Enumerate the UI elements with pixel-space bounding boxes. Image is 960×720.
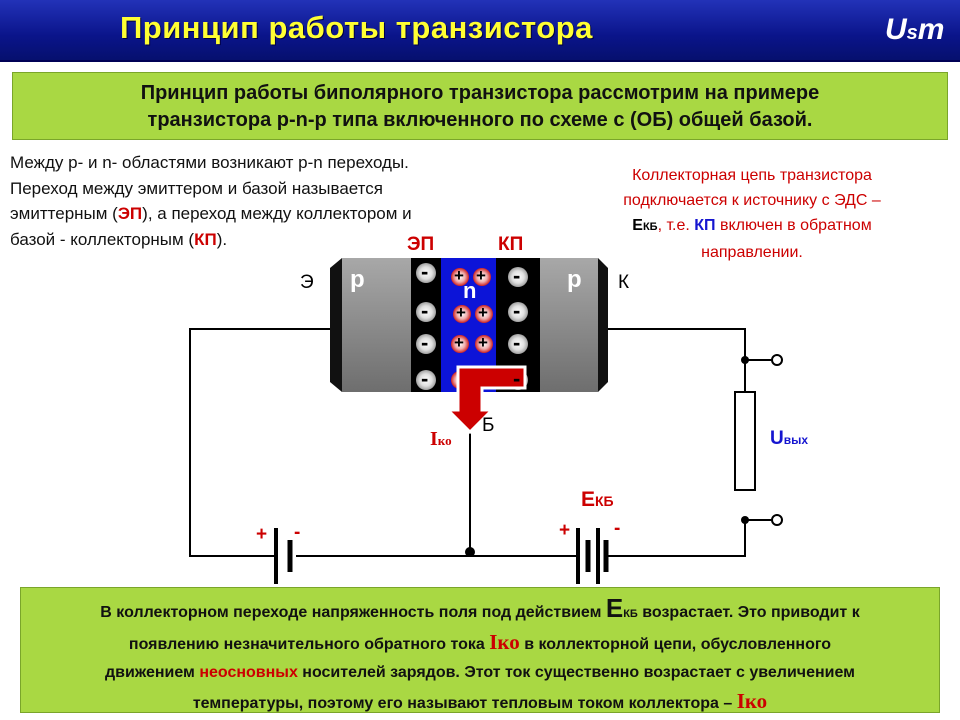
kp-term: КП — [194, 229, 217, 249]
left-line-1: Между р- и n- областями возникают р-n пе… — [10, 153, 409, 172]
circuit-wires — [189, 328, 775, 557]
label-uvyx: Uвых — [770, 428, 809, 449]
iko-term: Iко — [489, 630, 520, 654]
right-line-2: подключается к источнику с ЭДС – — [623, 192, 881, 209]
hole-sign: + — [478, 333, 488, 352]
conclusion-line-3: движением неосновных носителей зарядов. … — [104, 664, 856, 681]
junction-dot — [465, 547, 475, 557]
electron-sign: - — [421, 298, 429, 323]
hole-sign: + — [454, 266, 464, 285]
hole-sign: + — [476, 266, 486, 285]
left-line-3: эмиттерным (ЭП), а переход между коллект… — [10, 204, 412, 223]
label-kp: КП — [498, 234, 524, 255]
battery1-minus: - — [294, 522, 301, 543]
junction-dot — [741, 516, 749, 524]
conclusion-line-4: температуры, поэтому его называют теплов… — [192, 689, 768, 713]
label-p-left: p — [350, 266, 365, 293]
nonmain-carriers-term: неосновных — [199, 664, 298, 681]
right-line-4: направлении. — [701, 244, 803, 261]
conclusion-line-1: В коллекторном переходе напряженность по… — [100, 593, 860, 623]
label-iko: Iко — [430, 428, 452, 450]
collector-contact — [598, 258, 608, 392]
conclusion-box: В коллекторном переходе напряженность по… — [20, 587, 940, 713]
label-ep: ЭП — [407, 234, 435, 255]
label-collector: К — [618, 272, 630, 293]
electron-sign: - — [421, 259, 429, 284]
battery1-plus: + — [256, 524, 268, 545]
battery2-plus: + — [559, 520, 571, 541]
hole-sign: + — [478, 303, 488, 322]
right-line-1: Коллекторная цепь транзистора — [632, 167, 872, 184]
usm-logo: Usm — [885, 13, 945, 46]
label-emitter: Э — [300, 272, 314, 293]
hole-sign: + — [456, 303, 466, 322]
electron-sign: - — [421, 366, 429, 391]
ep-term: ЭП — [117, 204, 143, 223]
page-title: Принцип работы транзистора — [120, 10, 593, 45]
iko-term: Iко — [736, 689, 768, 713]
label-ekb: ЕКБ — [581, 488, 614, 511]
output-terminal-top — [771, 354, 783, 366]
iko-current-arrow — [444, 365, 527, 435]
output-terminal-bottom — [771, 514, 783, 526]
conclusion-line-2: появлению незначительного обратного тока… — [128, 630, 832, 654]
junction-dot — [741, 356, 749, 364]
electron-sign: - — [513, 366, 521, 391]
right-line-3: ЕКБ, т.е. КП включен в обратном — [632, 217, 872, 234]
electron-sign: - — [513, 263, 521, 288]
battery2-minus: - — [614, 518, 621, 539]
header-bar: Принцип работы транзистора Usm — [0, 0, 960, 62]
label-base: Б — [482, 415, 495, 436]
right-explanation: Коллекторная цепь транзистора подключает… — [568, 163, 936, 265]
electron-sign: - — [513, 330, 521, 355]
left-explanation: Между р- и n- областями возникают р-n пе… — [10, 150, 530, 252]
kp-term-right: КП — [694, 217, 716, 234]
load-resistor — [734, 391, 756, 491]
holes-in-base — [451, 268, 493, 389]
emitter-contact — [330, 258, 342, 392]
collector-battery-ekb — [576, 528, 609, 584]
label-p-right: p — [567, 266, 582, 293]
label-n: n — [463, 278, 477, 303]
intro-box: Принцип работы биполярного транзистора р… — [12, 72, 948, 140]
left-line-4: базой - коллекторным (КП). — [10, 229, 228, 249]
transistor — [330, 258, 608, 392]
hole-sign: + — [454, 333, 464, 352]
electron-sign: - — [513, 298, 521, 323]
emitter-battery — [274, 528, 293, 584]
intro-line-2: транзистора р-n-р типа включенного по сх… — [147, 109, 813, 131]
electron-sign: - — [421, 330, 429, 355]
left-line-2: Переход между эмиттером и базой называет… — [10, 178, 383, 198]
depletion-electrons — [416, 263, 528, 390]
intro-line-1: Принцип работы биполярного транзистора р… — [140, 82, 820, 104]
